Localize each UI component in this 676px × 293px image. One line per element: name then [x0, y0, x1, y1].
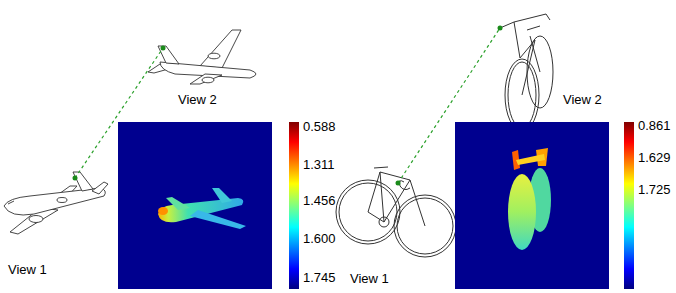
view-label: View 2 — [178, 92, 217, 107]
bicycle-view1 — [336, 167, 456, 257]
colorbar — [289, 122, 299, 289]
correspondence-line — [398, 28, 500, 183]
colorbar-tick: 0.861 — [638, 118, 671, 133]
colorbar-tick: 0.588 — [303, 119, 336, 134]
airplane-view2 — [148, 30, 256, 84]
depth-map — [455, 122, 609, 289]
keypoint-dot — [498, 26, 503, 31]
correspondence-line — [75, 48, 163, 178]
colorbar-tick: 1.745 — [303, 270, 336, 285]
colorbar-tick: 1.725 — [638, 182, 671, 197]
bicycle-view2 — [500, 14, 553, 131]
view-label: View 1 — [8, 262, 47, 277]
airplane-view1 — [4, 172, 108, 234]
bicycle-depth — [508, 148, 551, 250]
view-label: View 1 — [350, 271, 389, 286]
keypoint-dot — [161, 46, 166, 51]
colorbar-tick: 1.629 — [638, 150, 671, 165]
keypoint-dot — [396, 181, 401, 186]
colorbar — [624, 122, 634, 289]
colorbar-tick: 1.311 — [303, 157, 335, 172]
colorbar-tick: 1.600 — [303, 231, 336, 246]
airplane-depth — [158, 188, 246, 229]
keypoint-dot — [73, 176, 78, 181]
colorbar-tick: 1.456 — [303, 193, 336, 208]
view-label: View 2 — [563, 92, 602, 107]
depth-map — [118, 122, 272, 289]
